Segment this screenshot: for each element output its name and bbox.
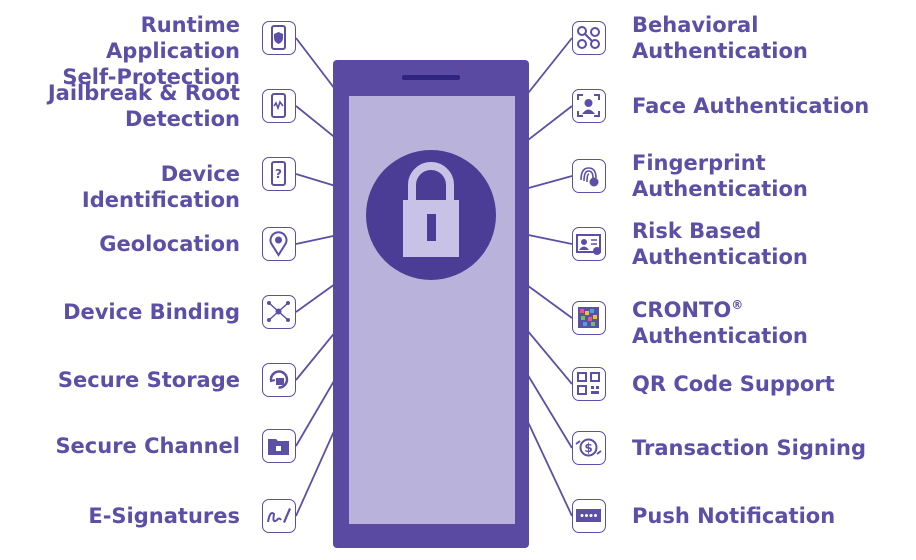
feature-label-line1: Device Identification — [81, 162, 240, 212]
left-feature-label-8: E-Signatures — [88, 503, 240, 529]
feature-label-line1: Push Notification — [632, 504, 836, 528]
lock-shackle — [408, 162, 454, 203]
dollar-sign-icon: $ — [572, 431, 606, 465]
feature-label-line1: Face Authentication — [632, 94, 870, 118]
feature-label-line1: Transaction Signing — [632, 436, 867, 460]
fingerprint-icon — [572, 159, 606, 193]
svg-text:$: $ — [584, 441, 592, 455]
password-field-icon — [572, 499, 606, 533]
phone-wave-icon — [262, 89, 296, 123]
right-feature-label-5: CRONTO®Authentication — [632, 292, 808, 349]
feature-label-line2: Authentication — [632, 39, 808, 63]
lock-icon — [366, 150, 496, 280]
feature-label-line2: Authentication — [632, 245, 808, 269]
feature-label-line1: Risk Based — [632, 219, 762, 243]
feature-label-line1: Geolocation — [99, 232, 240, 256]
feature-label-line1: Secure Channel — [55, 434, 240, 458]
feature-label-line2: Detection — [124, 107, 240, 131]
feature-label-line1: Jailbreak & Root — [47, 81, 240, 105]
left-feature-label-6: Secure Storage — [58, 367, 240, 393]
left-feature-label-7: Secure Channel — [55, 433, 240, 459]
phone-illustration — [333, 60, 529, 548]
qr-code-icon — [572, 367, 606, 401]
id-card-icon — [572, 227, 606, 261]
feature-label-line1: Fingerprint — [632, 151, 766, 175]
left-feature-label-5: Device Binding — [63, 299, 240, 325]
registered-mark: ® — [731, 298, 744, 312]
feature-label-line1: Runtime Application — [106, 13, 240, 63]
feature-label-line1: E-Signatures — [88, 504, 240, 528]
feature-label-line1: Behavioral — [632, 13, 759, 37]
behavior-nodes-icon — [572, 21, 606, 55]
feature-label-line2: Authentication — [632, 324, 808, 348]
left-feature-label-4: Geolocation — [99, 231, 240, 257]
storage-lock-icon — [262, 363, 296, 397]
face-scan-icon — [572, 89, 606, 123]
feature-label-line2: Self-Protection — [62, 65, 240, 89]
feature-label-line1: Device Binding — [63, 300, 240, 324]
feature-label-line1: CRONTO® — [632, 298, 744, 322]
right-feature-label-8: Push Notification — [632, 503, 835, 529]
lock-keyhole — [427, 214, 436, 241]
right-feature-label-7: Transaction Signing — [632, 435, 866, 461]
feature-label-line1: Secure Storage — [57, 368, 240, 392]
right-feature-label-2: Face Authentication — [632, 93, 869, 119]
cronto-code-icon — [572, 301, 606, 335]
feature-label-line2: Authentication — [632, 177, 808, 201]
network-nodes-icon — [262, 295, 296, 329]
left-feature-label-3: Device Identification — [0, 161, 240, 213]
shield-phone-icon — [262, 21, 296, 55]
right-feature-label-6: QR Code Support — [632, 371, 835, 397]
phone-speaker — [402, 75, 460, 80]
signature-pen-icon — [262, 499, 296, 533]
location-pin-icon — [262, 227, 296, 261]
feature-label-line1: QR Code Support — [632, 372, 835, 396]
svg-text:?: ? — [275, 167, 282, 181]
folder-lock-icon — [262, 429, 296, 463]
question-phone-icon: ? — [262, 157, 296, 191]
